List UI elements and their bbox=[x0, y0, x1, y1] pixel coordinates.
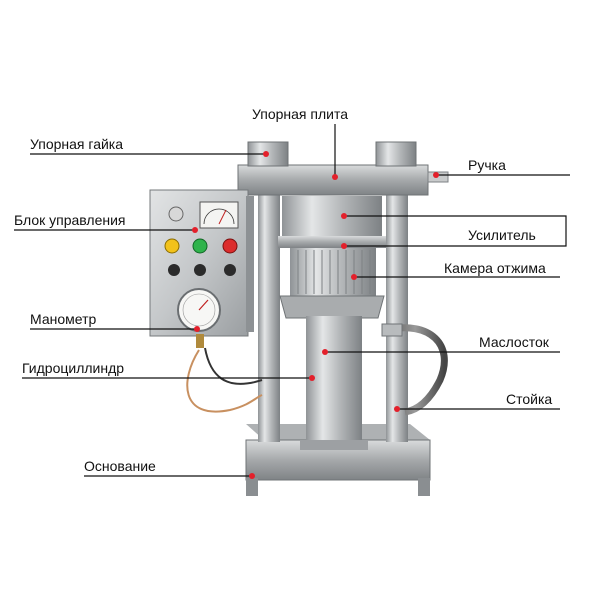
oil-tray bbox=[279, 295, 385, 319]
dot-oil-drain bbox=[322, 349, 328, 355]
booster-body bbox=[282, 196, 382, 238]
cable-dark bbox=[204, 347, 263, 385]
booster-ring bbox=[278, 236, 386, 248]
right-nut bbox=[375, 141, 417, 167]
dot-thrust-nut bbox=[263, 151, 269, 157]
label-control-unit: Блок управления bbox=[14, 212, 126, 228]
dot-booster-top bbox=[341, 213, 347, 219]
cylinder-foot bbox=[300, 440, 368, 450]
hose-fitting bbox=[381, 323, 403, 337]
dot-thrust-plate bbox=[332, 174, 338, 180]
label-oil-drain: Маслосток bbox=[479, 334, 549, 350]
dot-control-unit bbox=[192, 227, 198, 233]
right-column bbox=[386, 190, 408, 442]
cable-copper bbox=[186, 349, 263, 413]
label-base: Основание bbox=[84, 458, 156, 474]
label-thrust-plate: Упорная плита bbox=[252, 106, 349, 122]
control-box bbox=[149, 189, 254, 348]
dot-press-chamber bbox=[351, 274, 357, 280]
dot-column bbox=[394, 406, 400, 412]
dot-booster-bottom bbox=[341, 243, 347, 249]
pointer-dots bbox=[192, 151, 439, 479]
label-booster: Усилитель bbox=[468, 227, 536, 243]
label-pressure-gauge: Манометр bbox=[30, 311, 97, 327]
leader-lines bbox=[14, 124, 570, 477]
dot-hydraulic-cylinder bbox=[309, 375, 315, 381]
left-column bbox=[258, 190, 280, 442]
label-press-chamber: Камера отжима bbox=[444, 260, 546, 276]
oil-hose bbox=[385, 324, 448, 416]
top-plate bbox=[237, 164, 449, 196]
base-frame bbox=[245, 424, 431, 496]
dot-base bbox=[249, 473, 255, 479]
press-chamber-body bbox=[290, 248, 376, 296]
label-column: Стойка bbox=[506, 391, 553, 407]
label-thrust-nut: Упорная гайка bbox=[30, 136, 124, 152]
dot-handle bbox=[433, 172, 439, 178]
cylinder-body bbox=[306, 316, 362, 446]
dot-pressure-gauge bbox=[194, 326, 200, 332]
label-handle: Ручка bbox=[468, 157, 506, 173]
label-hydraulic-cylinder: Гидроциллиндр bbox=[22, 360, 125, 376]
